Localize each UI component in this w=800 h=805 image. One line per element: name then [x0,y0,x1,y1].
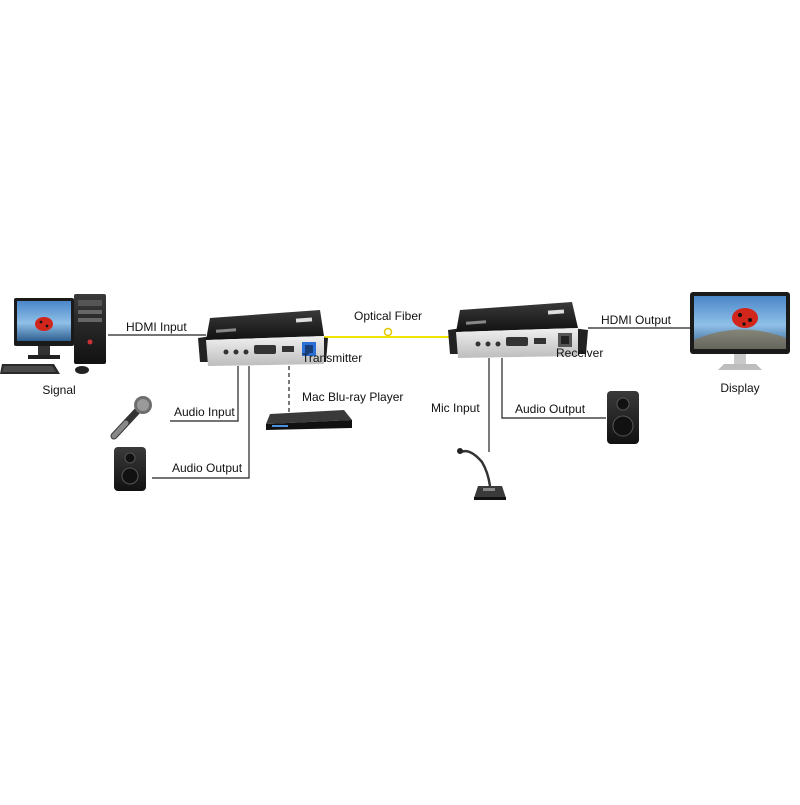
speaker-icon [607,391,639,444]
receiver-device-icon [448,302,588,358]
mac-bluray-player-label: Mac Blu-ray Player [302,390,403,404]
hdmi-input-label: HDMI Input [126,320,187,334]
receiver-label: Receiver [556,346,603,360]
speaker-icon [114,447,146,491]
mic-input-label: Mic Input [431,401,480,415]
optical-fiber-link [318,327,456,338]
display-label: Display [720,381,759,395]
gooseneck-microphone-icon [457,448,506,500]
desktop-computer-icon [0,294,106,374]
transmitter-label: Transmitter [302,351,362,365]
hdmi-output-label: HDMI Output [601,313,672,327]
bluray-player-icon [266,410,352,430]
audio-output-label-right: Audio Output [515,402,586,416]
audio-output-line-left [152,366,250,479]
signal-label: Signal [42,383,75,397]
audio-input-label: Audio Input [174,405,235,419]
monitor-icon [690,292,790,370]
audio-output-label-left: Audio Output [172,461,243,475]
audio-input-line [170,366,239,422]
transmitter-device-icon [198,310,328,366]
optical-fiber-joint [383,327,393,337]
optical-fiber-label: Optical Fiber [354,309,422,323]
audio-output-line-right [501,358,606,419]
handheld-microphone-icon [110,396,152,440]
connection-lines [108,327,692,479]
